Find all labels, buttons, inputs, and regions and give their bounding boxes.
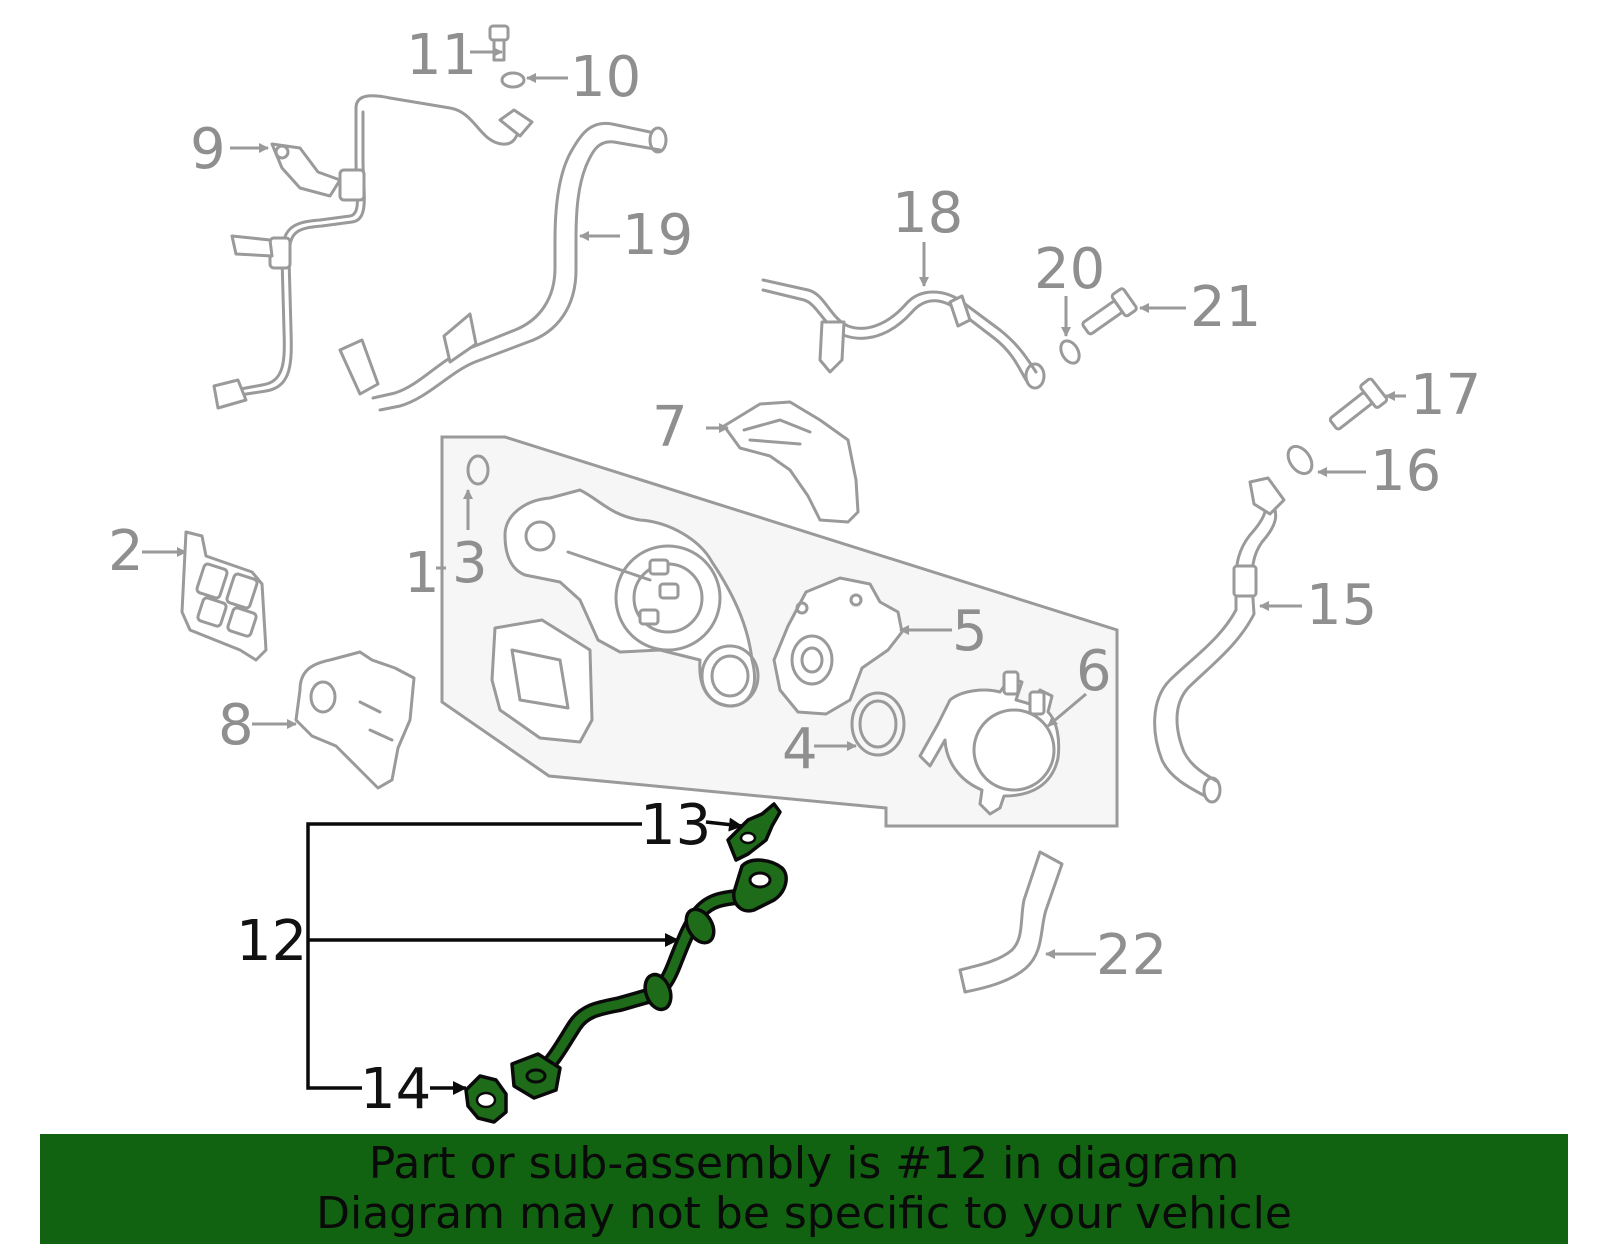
part-13-fitting [726,802,782,862]
part-11-bolt [488,24,510,62]
callout-11: 11 [406,23,477,88]
callout-21: 21 [1190,275,1261,340]
part-22-hose [958,850,1064,994]
banner-line-1: Part or sub-assembly is #12 in diagram [368,1138,1240,1189]
info-banner: Part or sub-assembly is #12 in diagram D… [40,1134,1568,1244]
callout-16: 16 [1370,439,1441,504]
callout-1: 1 [404,541,440,606]
part-19-hose [338,121,668,412]
callout-4: 4 [782,717,818,782]
part-15-hose [1153,476,1286,804]
part-7-heat-shield [722,400,860,524]
part-3-oring [466,454,490,486]
callout-12: 12 [236,909,307,974]
callout-19: 19 [622,203,693,268]
grey-leaders [142,47,1406,959]
part-17-bolt [1328,377,1389,431]
part-12-oil-line-highlighted [510,858,788,1100]
callout-10: 10 [570,45,641,110]
part-16-washer [1286,444,1314,476]
callout-3: 3 [452,531,488,596]
black-leaders [306,817,743,1095]
callout-13: 13 [640,793,711,858]
callout-15: 15 [1306,573,1377,638]
callout-5: 5 [952,599,988,664]
callout-20: 20 [1034,237,1105,302]
part-18-pipe [761,278,1046,390]
callout-9: 9 [190,117,226,182]
callout-18: 18 [892,181,963,246]
callout-6: 6 [1076,639,1112,704]
callout-22: 22 [1096,923,1167,988]
callout-17: 17 [1410,363,1481,428]
part-9-oil-line [212,94,534,410]
turbocharger [490,488,760,744]
part-20-washer [1059,339,1081,365]
callout-7: 7 [652,395,688,460]
callout-2: 2 [108,519,144,584]
part-10-washer [500,71,526,89]
part-8-heat-shield [294,650,416,790]
part-4-gasket [850,691,906,757]
part-6-actuator [918,670,1061,816]
callout-14: 14 [360,1057,431,1122]
banner-line-2: Diagram may not be specific to your vehi… [316,1188,1292,1239]
part-21-bolt [1081,287,1138,336]
part-5-housing [772,576,904,716]
callout-8: 8 [218,693,254,758]
part-2-gasket [180,530,268,662]
part-14-fitting [464,1074,508,1124]
